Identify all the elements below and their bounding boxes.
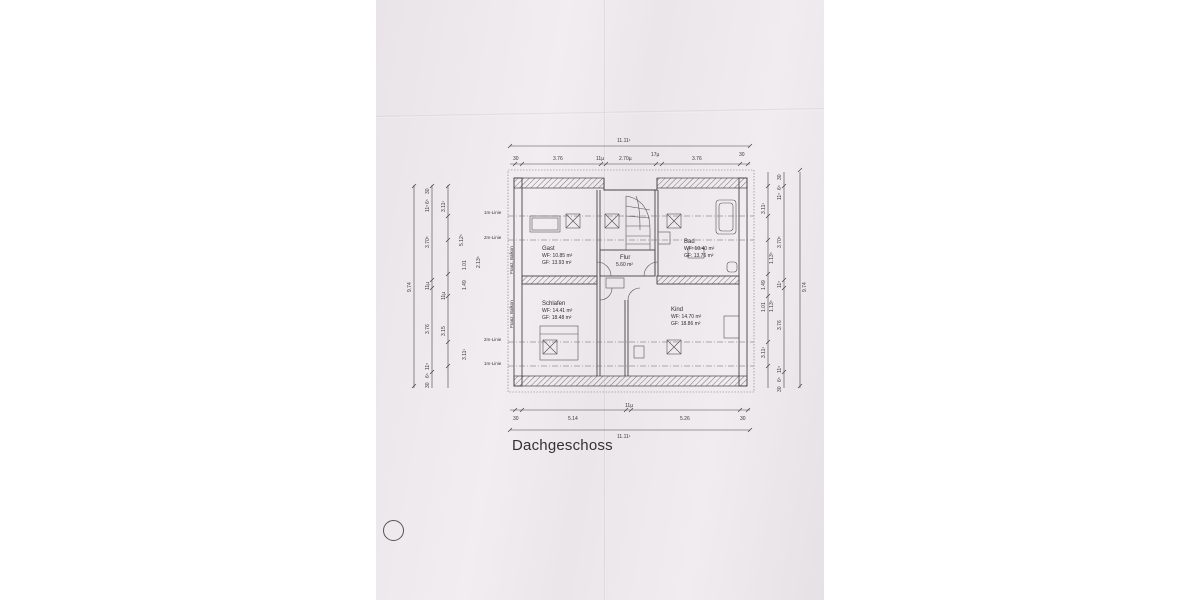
room-kind-name: Kind (671, 307, 683, 313)
dim-right-inner-2: 3.70⁵ (777, 236, 783, 248)
room-flur-area: 5.60 m² (616, 262, 633, 268)
dim-right-inner-9: 3.11¹ (761, 347, 767, 358)
dim-right-inner-4: 1.49 (761, 280, 767, 290)
dim-right-inner-1: 3.11¹ (761, 203, 767, 214)
label-1m-line-bottom: 1m-Linie (484, 361, 502, 366)
room-gast-wf: WF: 10.85 m² (542, 253, 573, 259)
dim-top-seg-7: 30 (739, 152, 745, 158)
dim-top-seg-2: 3.76 (553, 156, 563, 162)
room-kind-gf: GF: 18.86 m² (671, 321, 701, 327)
roof-outline (507, 169, 755, 393)
dim-left-inner-8: 3.11¹ (462, 349, 468, 360)
dim-right-inner-8: 3.76 (777, 320, 783, 330)
dim-left-small-6: 11⁵ (425, 363, 431, 370)
dim-bottom-seg-1: 30 (513, 416, 519, 422)
dim-left-inner-3: 1.01 (462, 260, 468, 270)
dim-left-small-4: 30 (425, 382, 431, 388)
label-2m-line-top: 2m-Linie (484, 235, 502, 240)
dim-left-inner-6: 11µ (441, 292, 447, 300)
room-schlafen-wf: WF: 14.41 m² (542, 308, 573, 314)
furniture (529, 199, 740, 361)
room-flur-name: Flur (620, 255, 630, 261)
dim-bottom-total: 11.11¹ (617, 434, 631, 440)
dim-top-seg-5: 17µ (651, 152, 660, 158)
dim-right-inner-3: 1.13⁵ (769, 252, 775, 264)
dim-right-inner-5: 11⁵ (777, 281, 783, 288)
dim-right-small-5: 6⁵ (777, 377, 783, 382)
dim-right-small-6: 11⁵ (777, 366, 783, 373)
label-french-balcony-bottom: Franz. Balkon (509, 300, 514, 328)
room-bad-name: Bad (684, 239, 695, 245)
skylights (542, 213, 682, 355)
dim-left-outer: 9.74 (407, 282, 413, 292)
staircase (625, 195, 651, 250)
dim-right-small-3: 11⁵ (777, 193, 783, 200)
dim-right-small-1: 30 (777, 174, 783, 180)
dim-right-outer: 9.74 (802, 282, 808, 292)
dim-top-seg-6: 3.76 (692, 156, 702, 162)
room-bad-gf: GF: 13.76 m² (684, 253, 714, 259)
dim-left-inner-4: 2.13⁵ (476, 256, 482, 268)
dim-left-mid-2: 11µ (425, 282, 431, 290)
paper-fold-vertical (604, 0, 606, 600)
dim-top-total: 11.11¹ (617, 138, 631, 144)
label-1m-line-top: 1m-Linie (484, 210, 502, 215)
room-schlafen-gf: GF: 18.48 m² (542, 315, 572, 321)
dim-right-inner-6: 1.01 (761, 302, 767, 312)
room-kind-wf: WF: 14.70 m² (671, 314, 702, 320)
room-schlafen-name: Schlafen (542, 301, 565, 307)
dim-left-mid-1: 3.70⁵ (425, 236, 431, 248)
dim-top-seg-4: 2.70µ (619, 156, 632, 162)
dim-left-inner-1: 3.11¹ (441, 201, 447, 212)
dim-right-small-2: 6⁵ (777, 185, 783, 190)
label-french-balcony-top: Franz. Balkon (509, 246, 514, 274)
dim-left-inner-5: 1.49 (462, 280, 468, 290)
dim-right-small-4: 30 (777, 386, 783, 392)
north-indicator-icon (383, 520, 404, 541)
label-2m-line-bottom: 2m-Linie (484, 337, 502, 342)
dim-bottom-seg-4: 5.26 (680, 416, 690, 422)
dim-left-inner-2: 5.12⁵ (459, 234, 465, 246)
dim-left-small-3: 11⁵ (425, 205, 431, 212)
doors (596, 261, 659, 301)
room-gast-gf: GF: 13.93 m² (542, 260, 572, 266)
dim-bottom-seg-3: 11µ (625, 403, 633, 409)
height-lines (508, 215, 754, 367)
dim-top-seg-3: 11µ (596, 156, 604, 162)
dim-left-small-2: 6⁵ (425, 199, 431, 204)
room-bad-wf: WF: 10.40 m² (684, 246, 715, 252)
dim-left-small-1: 30 (425, 188, 431, 194)
dim-bottom-seg-2: 5.14 (568, 416, 578, 422)
dim-bottom-seg-5: 30 (740, 416, 746, 422)
room-gast-name: Gast (542, 246, 555, 252)
floor-title: Dachgeschoss (512, 437, 613, 454)
dim-left-inner-7: 3.15 (441, 326, 447, 336)
dim-left-mid-3: 3.76 (425, 324, 431, 334)
dim-right-inner-7: 1.13⁵ (769, 300, 775, 312)
dim-left-small-5: 6⁵ (425, 373, 431, 378)
dimension-ticks (411, 143, 803, 433)
dimension-lines (413, 145, 801, 431)
dim-top-seg-1: 30 (513, 156, 519, 162)
